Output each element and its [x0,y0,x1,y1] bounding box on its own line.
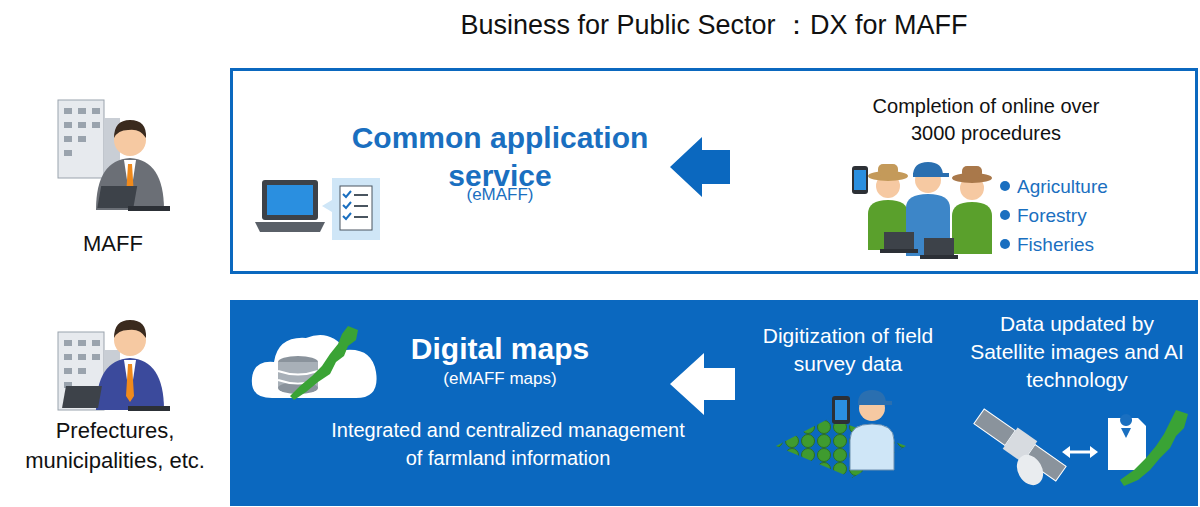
panel-heading: Common application service [340,119,660,195]
bullet-item: Fisheries [1017,233,1167,257]
flow-arrow [670,353,735,415]
farmers-illustration [852,162,992,259]
actor-label: Prefectures, municipalities, etc. [6,416,224,476]
bullet-item: Forestry [1017,204,1167,228]
source-note: Completion of online over 3000 procedure… [853,93,1119,147]
panel-description: Integrated and centralized management of… [326,416,690,472]
satellite-illustration [972,406,1188,490]
panel-subheading: (eMAFF maps) [340,368,660,390]
source-note: Digitization of field survey data [738,322,958,378]
panel-subheading: (eMAFF) [340,184,660,206]
source-note: Data updated by Satellite images and AI … [967,310,1187,394]
checklist-icon [322,178,380,240]
cloud-database-icon [252,326,377,400]
flow-arrow [670,137,730,197]
actor-label: MAFF [53,230,173,258]
panel-heading: Digital maps [340,331,660,367]
bullet-dots [1000,181,1010,249]
bullet-item: Agriculture [1017,175,1167,199]
official-icon [58,100,170,211]
official-icon [58,320,170,411]
field-survey-illustration [776,390,906,478]
laptop-icon [255,180,325,232]
diagram-title: Business for Public Sector ：DX for MAFF [414,8,1014,42]
